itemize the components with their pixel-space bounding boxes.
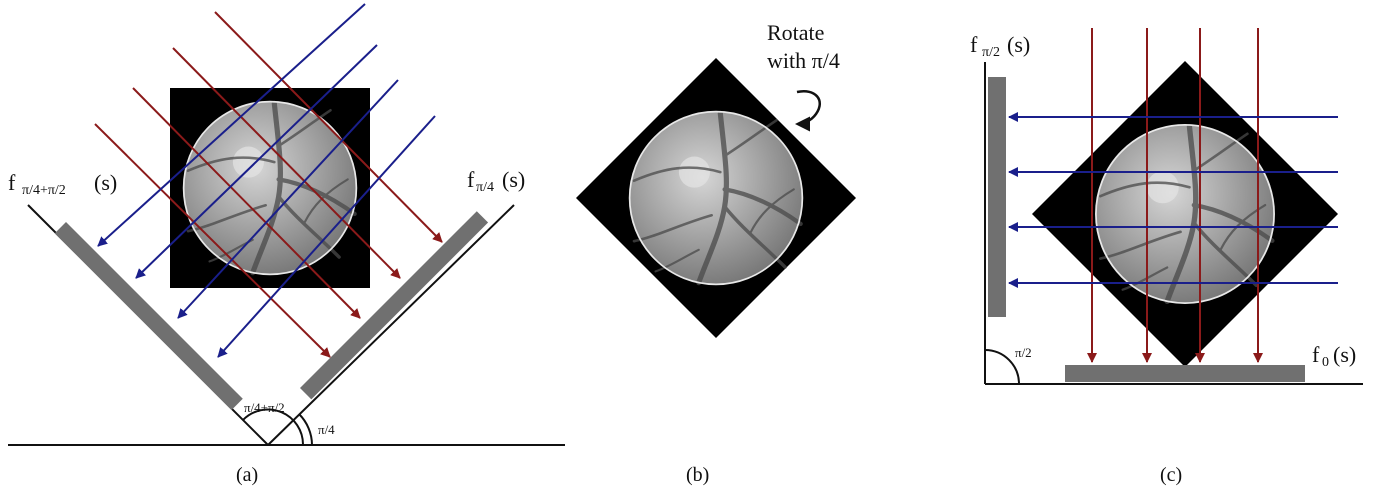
rotate-arrow-icon (795, 89, 822, 132)
detector-vertical-c (988, 77, 1006, 317)
panel-a: π/4+π/2 π/4 f π/4+π/2 (s) f π/4 (s) (a) (8, 3, 565, 486)
angle-label-large-a: π/4+π/2 (244, 400, 285, 415)
red-ray-a (214, 11, 443, 243)
detector-right-a (300, 211, 489, 400)
caption-a: (a) (236, 464, 258, 486)
red-rays-c (1087, 28, 1263, 363)
caption-c: (c) (1160, 464, 1182, 486)
blue-rays-a (97, 3, 436, 358)
axis-right-a (267, 204, 515, 446)
blue-ray-a (135, 44, 378, 279)
label-bottom-sub-c: 0 (1322, 355, 1329, 370)
detector-left-a (54, 222, 243, 411)
label-top-arg-c: (s) (1007, 32, 1030, 57)
rotate-line1: Rotate (767, 20, 824, 45)
red-rays-a (94, 11, 443, 358)
label-left-sub-a: π/4+π/2 (22, 183, 66, 198)
label-top-main-c: f (970, 32, 978, 57)
retina-image-a (177, 95, 364, 282)
angle-arc-large-a (242, 408, 305, 446)
label-right-arg-a: (s) (502, 167, 525, 192)
rotate-line2: with π/4 (767, 48, 840, 73)
angle-arc-c (984, 349, 1020, 385)
label-left-main-a: f (8, 170, 16, 195)
label-left-arg-a: (s) (94, 170, 117, 195)
retina-image-b (623, 105, 810, 292)
label-right-main-a: f (467, 167, 475, 192)
red-ray-a (132, 87, 361, 319)
angle-label-c: π/2 (1015, 345, 1032, 360)
detector-horizontal-c (1065, 365, 1305, 382)
label-top-sub-c: π/2 (982, 45, 1000, 60)
blue-ray-a (217, 115, 436, 358)
retina-image-c (1089, 118, 1281, 310)
red-ray-a (94, 123, 331, 358)
red-ray-a (172, 47, 401, 279)
blue-ray-a (177, 79, 399, 319)
label-bottom-main-c: f (1312, 342, 1320, 367)
label-right-sub-a: π/4 (476, 180, 494, 195)
panel-c: π/2 f π/2 (s) f 0 (s) (c) (970, 28, 1363, 486)
blue-rays-c (1008, 112, 1338, 288)
angle-label-small-a: π/4 (318, 422, 335, 437)
blue-ray-a (97, 3, 366, 247)
label-bottom-arg-c: (s) (1333, 342, 1356, 367)
angle-arc-small-a (298, 413, 313, 446)
panel-b: Rotate with π/4 (b) (576, 20, 856, 486)
caption-b: (b) (686, 464, 709, 486)
